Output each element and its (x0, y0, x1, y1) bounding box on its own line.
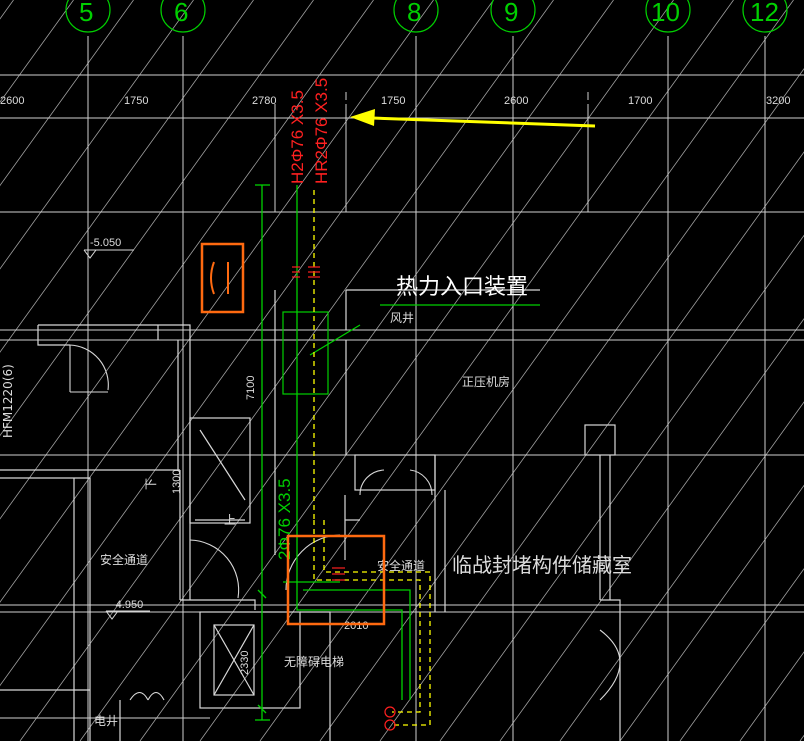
hatch-line (379, 151, 804, 741)
hatch-line (619, 484, 804, 741)
axis-number: 9 (504, 0, 518, 27)
grid-axis-bubbles (65, 0, 788, 33)
storage-room-label: 临战封堵构件储藏室 (452, 553, 632, 577)
axis-number: 12 (750, 0, 779, 27)
axis-bubble-6 (160, 0, 206, 33)
hatch-line (799, 734, 804, 741)
axis-bubble-12 (742, 0, 788, 33)
hatch-line (739, 651, 804, 741)
hatch-line (0, 0, 134, 187)
hatch-line (559, 401, 804, 741)
dimension-text: 2780 (252, 95, 276, 107)
dimension-2010: 2010 (344, 620, 368, 632)
pipe-end-marker (384, 706, 396, 718)
axis-number: 6 (174, 0, 188, 27)
elevation-lower: -4.950 (112, 599, 143, 611)
dimension-text: 1750 (124, 95, 148, 107)
hatch-line (499, 318, 804, 741)
dimension-text: 1750 (381, 95, 405, 107)
hatch-line (0, 0, 494, 687)
break-symbol (210, 261, 229, 295)
axis-bubble-8 (393, 0, 439, 33)
orange-highlights (200, 242, 386, 626)
elevation-markers (83, 249, 150, 620)
highlight-box-upper (200, 242, 245, 314)
green-pipes (255, 184, 540, 721)
stair-up-label: 上 (224, 513, 236, 527)
dimension-2330: 2330 (239, 651, 251, 675)
hatch-line (19, 0, 554, 741)
yellow-dashed-pipes (313, 190, 431, 726)
dimension-ticks (87, 92, 669, 100)
dimension-7100: 7100 (245, 376, 257, 400)
axis-number: 10 (651, 0, 680, 27)
axis-bubble-5 (65, 0, 111, 33)
hatch-line (679, 568, 804, 741)
elevator-label: 无障碍电梯 (284, 654, 344, 669)
pressurization-room-label: 正压机房 (462, 374, 510, 389)
hatch-line (0, 0, 194, 270)
safe-passage-right-label: 安全通道 (377, 558, 425, 573)
hatch-line (259, 0, 794, 741)
walls (0, 289, 621, 741)
elevation-upper: -5.050 (90, 237, 121, 249)
axis-bubble-9 (490, 0, 536, 33)
hatch-line (0, 0, 314, 437)
electrical-shaft-label: 电井 (94, 714, 118, 728)
pipe-label-green: 2Φ76 X3.5 (275, 478, 294, 560)
hatch-line (139, 0, 674, 741)
stair-down-label: 下 (144, 478, 158, 490)
grid-axis-numbers: 5 6 8 9 10 12 (79, 0, 779, 27)
hatch-line (199, 0, 734, 741)
red-marks (292, 266, 396, 731)
dimension-text: 2600 (0, 95, 24, 107)
dimension-text: 3200 (766, 95, 790, 107)
dimension-text: 2600 (504, 95, 528, 107)
dimension-text: 1700 (628, 95, 652, 107)
safe-passage-left-label: 安全通道 (100, 552, 148, 567)
top-dimensions: 2600 1750 2780 1750 2600 1700 3200 (0, 95, 790, 107)
pipe-end-marker (384, 719, 396, 731)
hatch-line (0, 0, 374, 520)
highlight-box-lower (286, 534, 386, 626)
hatch-line (319, 68, 804, 741)
hatch-line (0, 0, 254, 353)
pipe-label-hr2: HR2Φ76 X3.5 (312, 78, 331, 184)
axis-number: 8 (407, 0, 421, 27)
yellow-arrow (350, 109, 596, 128)
axis-bubble-10 (645, 0, 691, 33)
air-shaft-label: 风井 (390, 311, 414, 325)
heat-entry-label: 热力入口装置 (396, 275, 528, 300)
axis-number: 5 (79, 0, 93, 27)
door-tag-label: HFM1220(6) (1, 364, 15, 438)
hatch-line (0, 0, 434, 603)
hatch-line (439, 234, 804, 741)
pipe-label-h2: H2Φ76 X3.5 (288, 90, 307, 184)
dimension-1300: 1300 (171, 470, 183, 494)
